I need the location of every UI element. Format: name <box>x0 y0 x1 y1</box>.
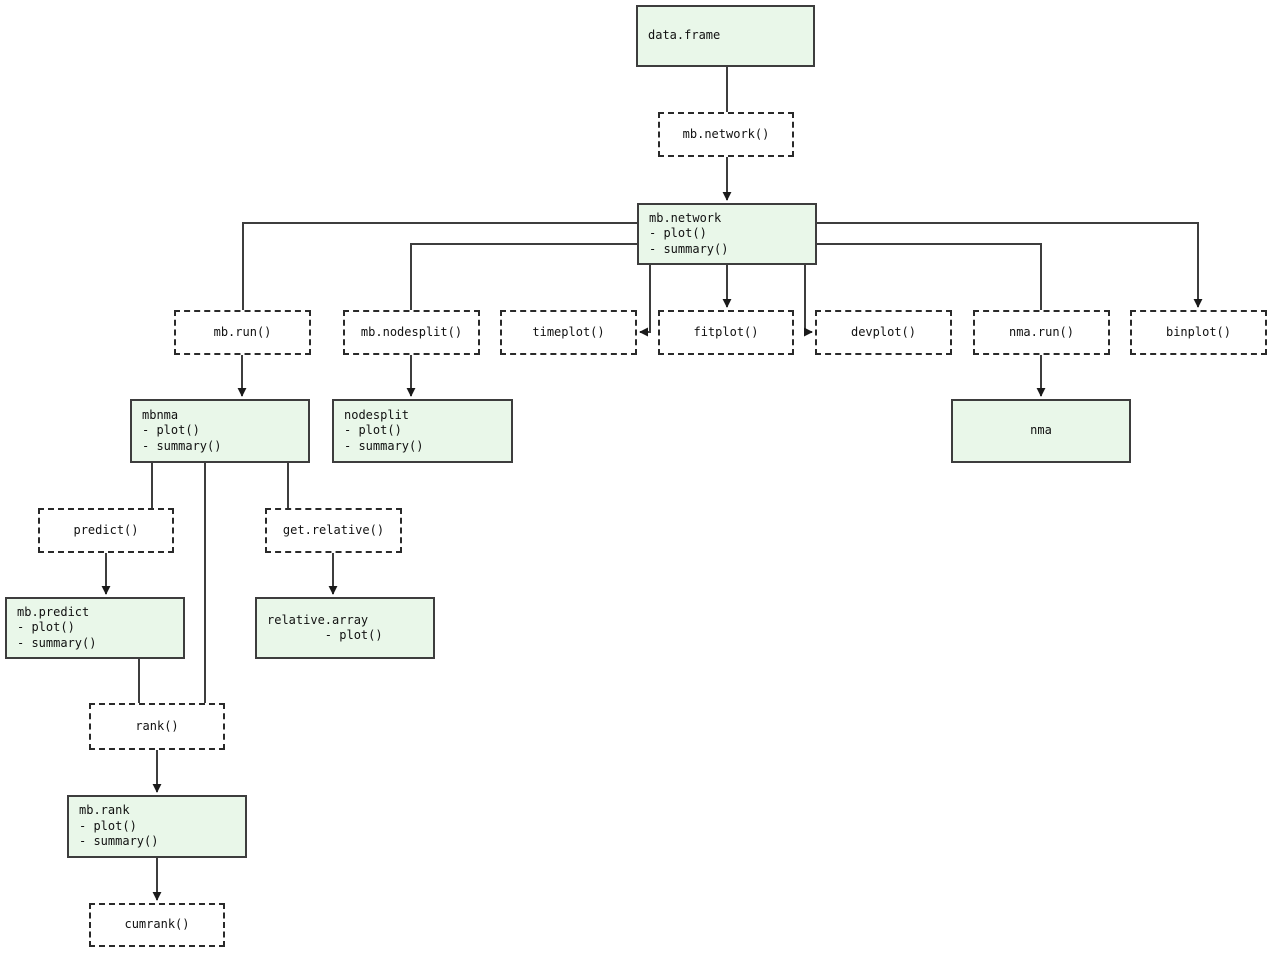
edge-mbnetwork-to-mbrun <box>242 222 637 310</box>
edge-mbnetwork-to-timeplot <box>639 265 651 337</box>
node-nma-run-function: nma.run() <box>973 310 1110 355</box>
node-binplot-function-label: binplot() <box>1165 324 1232 339</box>
node-mb-rank-object-label: mb.rank - plot() - summary() <box>79 803 159 849</box>
node-mb-predict-object: mb.predict - plot() - summary() <box>5 597 185 659</box>
node-predict-function: predict() <box>38 508 174 553</box>
node-data-frame: data.frame <box>636 5 815 67</box>
node-mb-rank-object: mb.rank - plot() - summary() <box>67 795 247 858</box>
node-relative-array-object: relative.array - plot() <box>255 597 435 659</box>
node-nma-run-function-label: nma.run() <box>1008 324 1075 339</box>
node-nma-object: nma <box>951 399 1131 463</box>
node-mbnma-object: mbnma - plot() - summary() <box>130 399 310 463</box>
node-mb-predict-object-label: mb.predict - plot() - summary() <box>17 604 97 650</box>
edge-mbnetwork-to-nmarun <box>817 243 1042 310</box>
node-mb-run-function: mb.run() <box>174 310 311 355</box>
edge-mbnetwork-to-mbnodesplitfn <box>410 243 637 310</box>
node-get-relative-function: get.relative() <box>265 508 402 553</box>
node-mb-run-function-label: mb.run() <box>213 324 272 339</box>
node-cumrank-function: cumrank() <box>89 903 225 947</box>
node-relative-array-object-label: relative.array - plot() <box>267 612 383 643</box>
node-fitplot-function: fitplot() <box>658 310 794 355</box>
node-mb-nodesplit-function-label: mb.nodesplit() <box>360 324 463 339</box>
node-mb-network-object-label: mb.network - plot() - summary() <box>649 210 729 256</box>
node-data-frame-label: data.frame <box>648 28 721 43</box>
node-get-relative-function-label: get.relative() <box>282 522 385 537</box>
node-nma-object-label: nma <box>1030 423 1052 438</box>
node-binplot-function: binplot() <box>1130 310 1267 355</box>
node-devplot-function: devplot() <box>815 310 952 355</box>
node-timeplot-function-label: timeplot() <box>532 324 605 339</box>
node-rank-function: rank() <box>89 703 225 750</box>
node-devplot-function-label: devplot() <box>850 324 917 339</box>
node-mb-network-function: mb.network() <box>658 112 794 157</box>
node-timeplot-function: timeplot() <box>500 310 637 355</box>
node-mb-network-function-label: mb.network() <box>682 126 770 141</box>
node-nodesplit-object: nodesplit - plot() - summary() <box>332 399 513 463</box>
node-rank-function-label: rank() <box>135 718 179 733</box>
node-mb-nodesplit-function: mb.nodesplit() <box>343 310 480 355</box>
node-nodesplit-object-label: nodesplit - plot() - summary() <box>344 407 424 453</box>
edge-mbnetwork-to-binplot <box>817 222 1203 308</box>
node-fitplot-function-label: fitplot() <box>693 324 759 339</box>
node-mb-network-object: mb.network - plot() - summary() <box>637 203 817 265</box>
node-cumrank-function-label: cumrank() <box>124 917 190 932</box>
edge-mbnetwork-to-devplot <box>803 265 813 337</box>
node-mbnma-object-label: mbnma - plot() - summary() <box>142 407 222 453</box>
node-predict-function-label: predict() <box>73 522 139 537</box>
